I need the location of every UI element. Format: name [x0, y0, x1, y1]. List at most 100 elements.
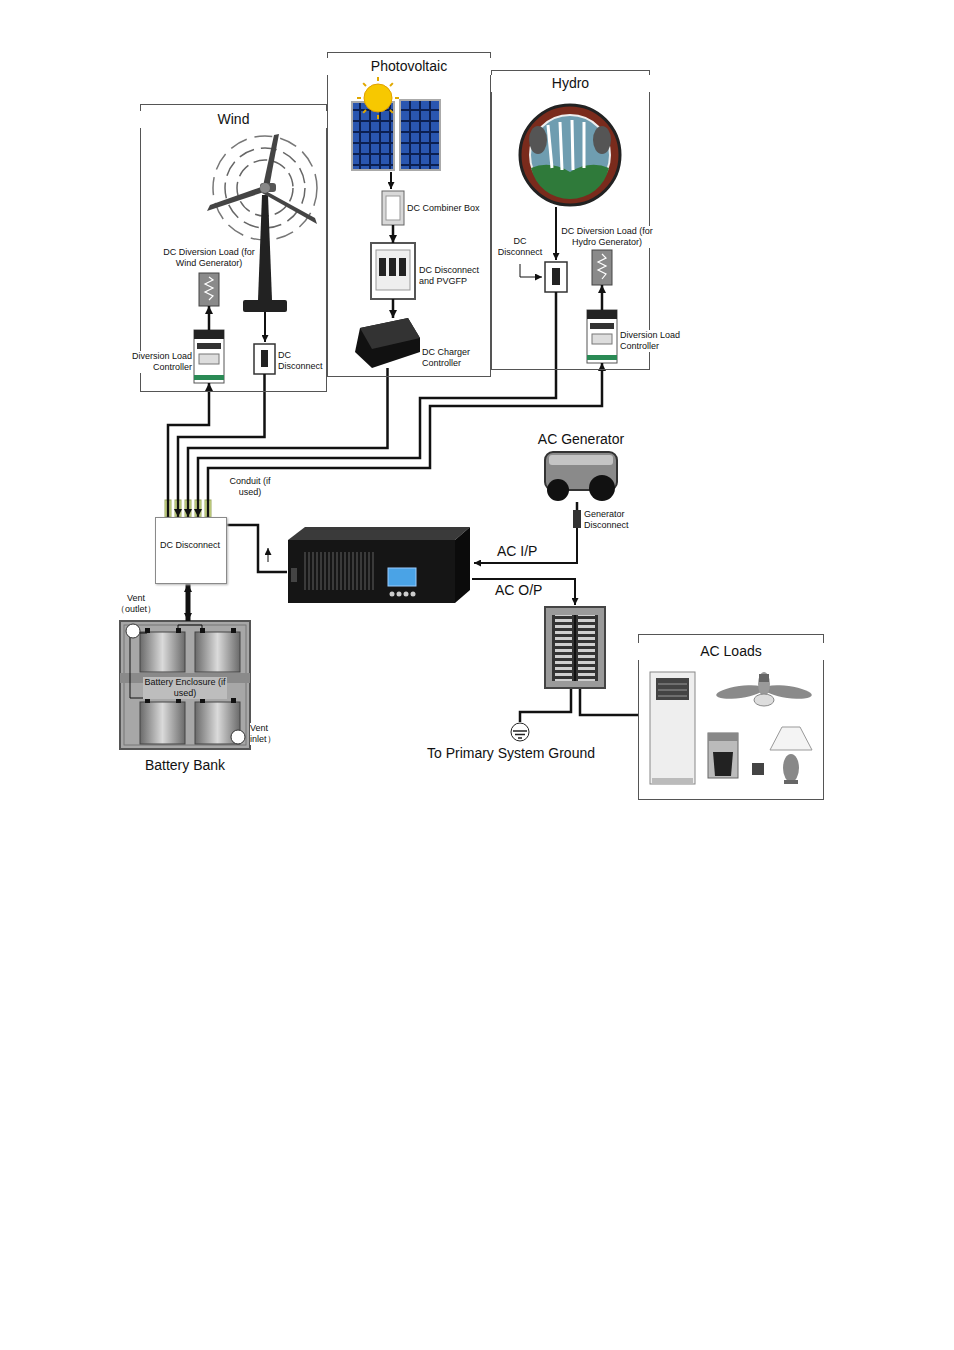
wind-turbine — [243, 300, 287, 312]
solar-array — [377, 77, 379, 81]
appliances — [650, 672, 813, 784]
vent-label: Vent inlet） — [250, 723, 284, 745]
inverter — [397, 592, 402, 597]
wind-turbine — [262, 190, 317, 224]
inverter — [288, 527, 470, 540]
ground-symbol — [513, 730, 527, 732]
hydro-wheel — [531, 165, 609, 199]
generator — [547, 479, 569, 501]
wire-connector — [208, 306, 211, 330]
conduit-label: Conduit (if used) — [228, 476, 272, 498]
node-label: Diversion Load Controller — [128, 351, 192, 373]
solar-array — [364, 84, 392, 112]
solar-array — [357, 97, 361, 99]
appliances — [759, 674, 769, 682]
diversion-load: DC Diversion Load (for Wind Generator) — [199, 273, 219, 306]
battery-bank — [178, 625, 202, 628]
node-label: Diversion Load Controller — [620, 330, 684, 352]
appliances — [650, 672, 695, 784]
battery-bank — [124, 625, 246, 745]
solar-array — [390, 110, 393, 113]
pvgfp-breaker — [389, 258, 396, 276]
diversion-controller — [199, 354, 219, 364]
ground-symbol — [511, 723, 529, 741]
appliances — [758, 672, 770, 696]
generator-disconnect: Generator Disconnect — [573, 510, 581, 528]
pvgfp-disconnect: DC Disconnect and PVGFP — [371, 243, 415, 299]
battery-bank — [140, 702, 185, 744]
wind-turbine — [258, 195, 272, 300]
load-controller: Diversion Load Controller — [194, 330, 224, 383]
appliances — [784, 780, 798, 784]
generator — [573, 510, 581, 528]
battery-bank — [231, 628, 236, 633]
wind-turbine — [207, 186, 264, 211]
conduit-wire — [227, 525, 287, 572]
node-title: Battery Bank — [110, 757, 260, 774]
appliances — [770, 727, 812, 750]
dc-disconnect-box: DC Disconnect — [155, 517, 227, 584]
node-label: DC Charger Controller — [422, 347, 482, 369]
diversion-controller — [590, 323, 614, 329]
wind-turbine — [264, 312, 266, 342]
battery-bank — [120, 621, 250, 749]
breaker-panel — [545, 607, 605, 688]
dc-disconnect-switch — [254, 344, 275, 374]
ac-wiring — [580, 688, 638, 715]
ac-wiring — [472, 579, 575, 605]
solar-array — [390, 172, 392, 189]
wire-connector — [186, 584, 191, 621]
inverter — [390, 592, 395, 597]
node-label: DC Disconnect — [160, 540, 224, 551]
solar-array — [363, 110, 366, 113]
solar-array — [357, 77, 399, 119]
ac-wiring — [472, 528, 638, 722]
appliances — [752, 763, 764, 775]
breaker-panel — [545, 607, 605, 688]
wind-turbine — [260, 183, 276, 192]
diversion-load: DC Diversion Load (for Hydro Generator) — [592, 250, 612, 285]
battery-bank — [120, 621, 250, 749]
wire-connector — [198, 292, 556, 517]
vent-label: Vent （outlet） — [110, 593, 162, 615]
solar-array — [352, 77, 440, 189]
source-panel: Wind DC Diversion Load (for Wind Generato… — [140, 104, 327, 392]
charge-controller: DC Charger Controller — [355, 318, 420, 368]
wind-turbine — [260, 183, 270, 193]
node-label: Generator Disconnect — [584, 509, 636, 531]
appliances — [658, 696, 687, 697]
breaker-panel — [552, 615, 598, 681]
generator — [549, 455, 613, 465]
ground-symbol — [511, 723, 529, 741]
ground-symbol — [518, 737, 522, 739]
diversion-controller — [197, 343, 221, 349]
combiner-box — [382, 191, 404, 225]
node-label: DC Diversion Load (for Hydro Generator) — [560, 226, 654, 248]
wire-connector — [188, 368, 388, 517]
battery-bank — [200, 698, 205, 703]
inverter — [411, 592, 416, 597]
signal-label: AC O/P — [495, 582, 549, 599]
node-label: Wind — [140, 111, 327, 128]
load-panel: AC Loads — [638, 634, 824, 800]
appliances — [652, 778, 693, 784]
diversion-load — [205, 277, 213, 300]
pvgfp-breaker — [376, 250, 410, 290]
appliances — [708, 733, 738, 741]
battery-bank — [231, 698, 236, 703]
wire-connector — [392, 299, 395, 318]
node-label: DC Diversion Load (for Wind Generator) — [162, 247, 256, 269]
inverter — [302, 552, 374, 590]
wind-turbine — [263, 134, 279, 188]
node-label: DC Disconnect — [494, 236, 546, 258]
generator — [589, 475, 615, 501]
appliances — [754, 694, 774, 706]
combiner-box — [382, 191, 404, 225]
pvgfp-breaker — [371, 243, 415, 299]
node-label: Photovoltaic — [327, 58, 491, 75]
dc-disconnect: DC Disconnect — [254, 344, 275, 374]
source-panel: PhotovoltaicDC Combiner BoxDC Disconnect… — [327, 52, 491, 377]
inverter — [288, 540, 455, 603]
battery-bank — [176, 628, 181, 633]
dc-disconnect-switch — [552, 268, 560, 285]
